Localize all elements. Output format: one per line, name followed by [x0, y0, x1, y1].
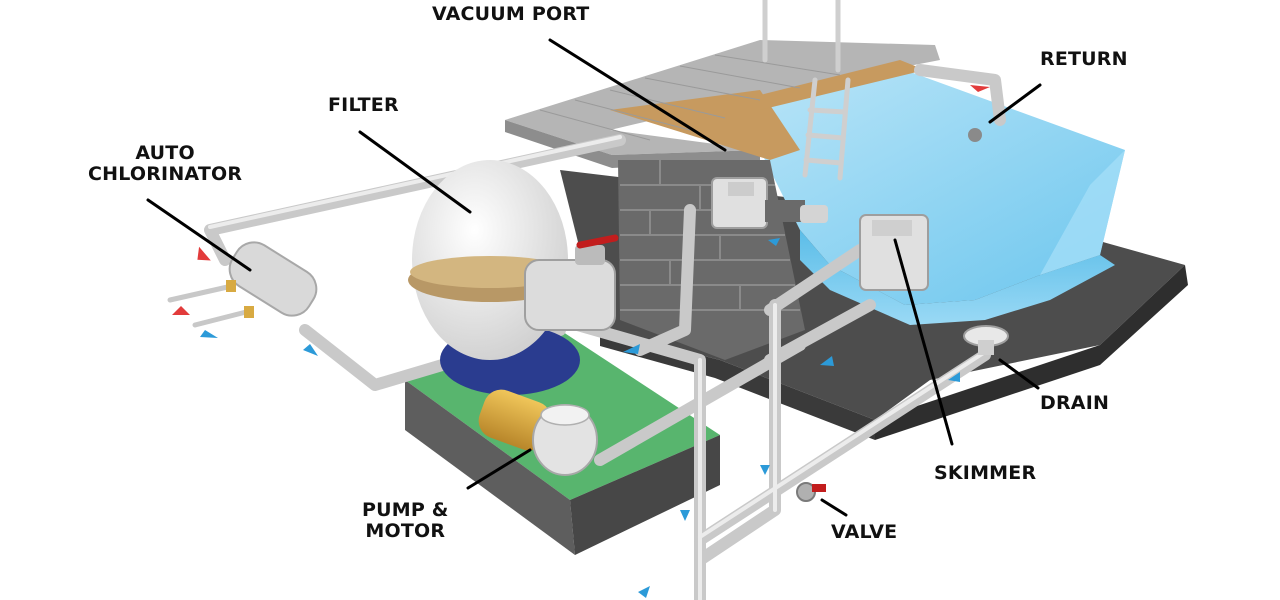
label-skimmer: SKIMMER [934, 462, 1037, 484]
leader-auto-chlorinator [146, 198, 252, 272]
main-drain-fitting [963, 325, 1009, 355]
leader-return [988, 83, 1042, 124]
pool-ladder [762, 0, 851, 181]
leader-vacuum-port [548, 38, 727, 152]
label-vacuum-port: VACUUM PORT [432, 3, 590, 25]
pipe-highlights [208, 135, 987, 600]
label-pump-motor: PUMP & MOTOR [362, 499, 449, 542]
flow-arrows-outbound [172, 85, 990, 315]
leader-pump-motor [466, 448, 532, 490]
valve-fitting [796, 482, 826, 502]
leader-valve [820, 498, 848, 517]
label-auto-chlorinator: AUTO CHLORINATOR [88, 142, 243, 185]
pool-water [690, 70, 1125, 325]
leader-skimmer [893, 238, 954, 446]
callout-lines [146, 38, 1042, 517]
leader-drain [998, 358, 1040, 390]
label-return: RETURN [1040, 48, 1128, 70]
auto-chlorinator-unit [167, 241, 318, 328]
flow-arrows-inbound [200, 238, 960, 598]
label-valve: VALVE [831, 521, 898, 543]
label-filter: FILTER [328, 94, 399, 116]
skimmer-fitting [859, 214, 929, 291]
return-fitting [968, 128, 982, 142]
leader-filter [358, 130, 472, 214]
pump-motor-unit [478, 389, 598, 476]
vacuum-port-fitting [711, 177, 828, 229]
filter-tank [408, 160, 619, 395]
label-drain: DRAIN [1040, 392, 1110, 414]
